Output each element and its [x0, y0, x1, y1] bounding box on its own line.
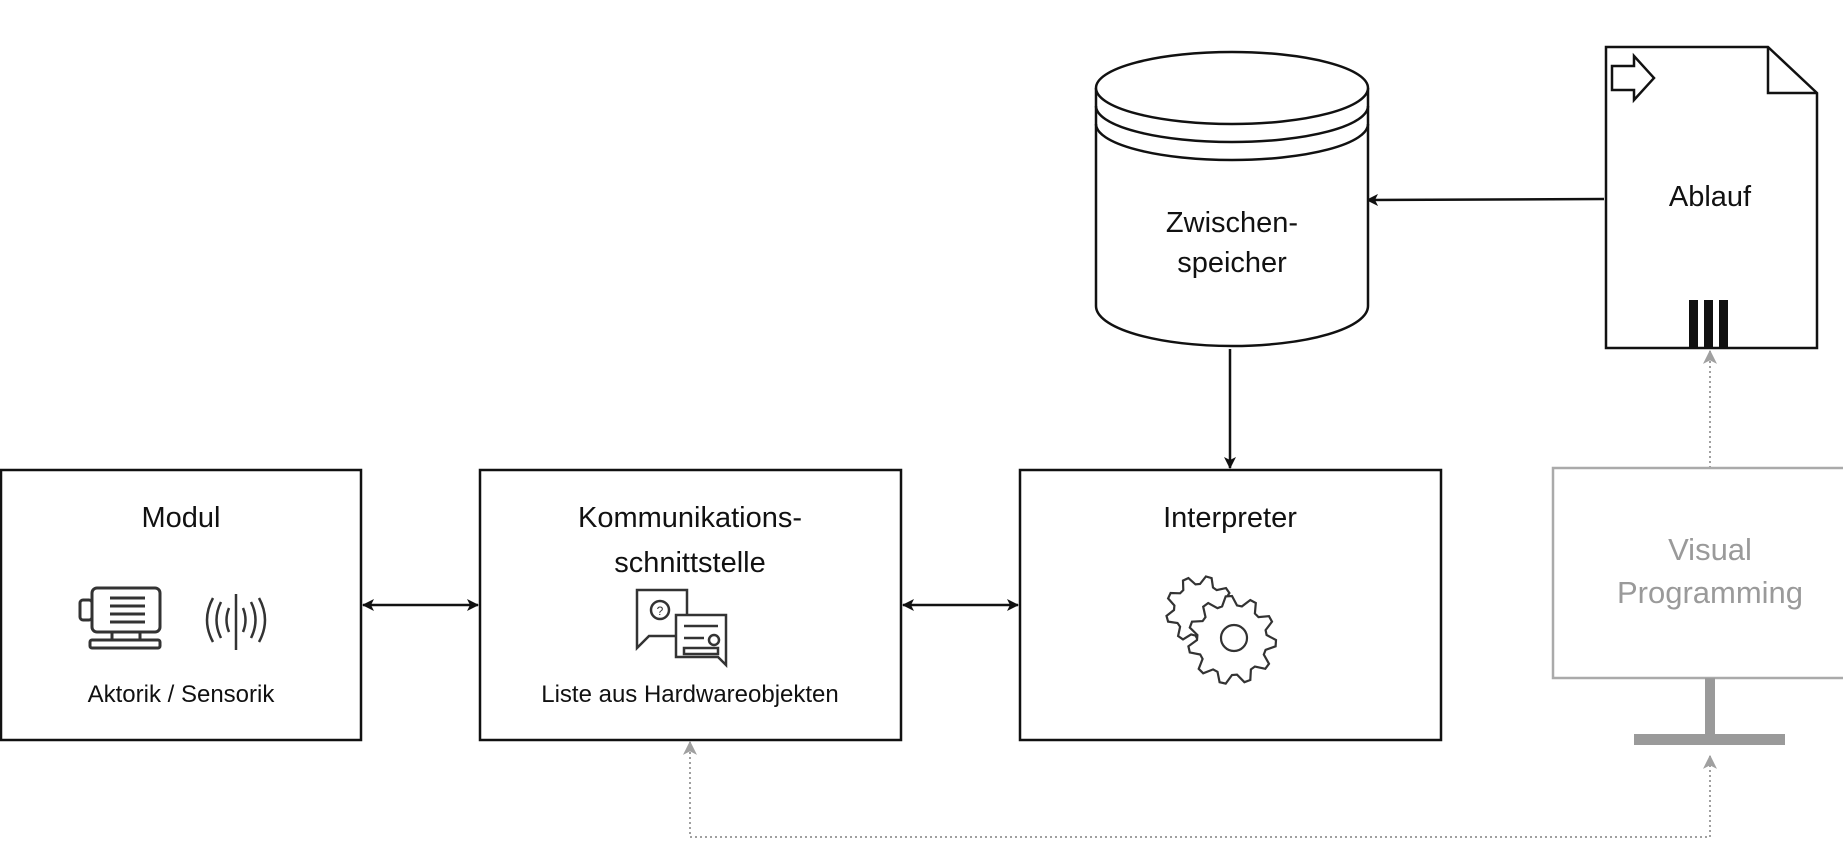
edge-kommunikation-visual-programming: [683, 740, 1717, 838]
monitor-stand: [1705, 678, 1715, 736]
zwischenspeicher-line2: speicher: [1177, 247, 1287, 279]
edge-ablauf-zwischenspeicher: [1366, 193, 1605, 206]
motor-icon: [78, 586, 162, 650]
monitor-base: [1634, 734, 1785, 745]
hardware-list-icon: ?: [635, 588, 728, 669]
visual-programming-line2: Programming: [1617, 575, 1803, 610]
modul-subtitle: Aktorik / Sensorik: [88, 681, 276, 708]
ablauf-title: Ablauf: [1669, 181, 1752, 213]
sensor-signal-icon: [205, 594, 267, 650]
zwischenspeicher-line1: Zwischen-: [1166, 207, 1298, 239]
node-visual-programming[interactable]: Visual Programming: [1551, 466, 1843, 745]
modul-title: Modul: [142, 502, 221, 534]
kommunikation-title-line1: Kommunikations-: [578, 502, 802, 534]
arrow-right-icon: [1610, 52, 1656, 104]
svg-text:?: ?: [657, 604, 664, 618]
node-zwischenspeicher[interactable]: Zwischen- speicher: [1094, 50, 1370, 348]
barcode-icon: [1689, 300, 1728, 348]
interpreter-title: Interpreter: [1163, 502, 1297, 534]
node-kommunikationsschnittstelle[interactable]: Kommunikations- schnittstelle ? Liste au…: [478, 468, 903, 742]
gear-hub: [1219, 623, 1249, 653]
kommunikation-subtitle: Liste aus Hardwareobjekten: [541, 681, 839, 708]
node-ablauf[interactable]: Ablauf: [1604, 45, 1819, 350]
node-modul[interactable]: Modul Aktorik / Sensorik: [0, 468, 363, 742]
visual-programming-line1: Visual: [1668, 532, 1752, 567]
node-interpreter[interactable]: Interpreter: [1018, 468, 1443, 742]
kommunikation-title-line2: schnittstelle: [614, 547, 766, 579]
gears-icon: [1165, 575, 1278, 685]
